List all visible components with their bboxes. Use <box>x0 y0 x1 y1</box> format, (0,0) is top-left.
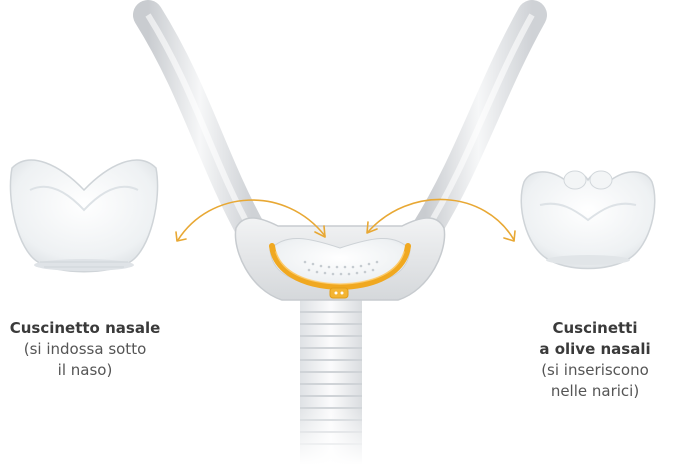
nasal-cushion-desc-line2: il naso) <box>0 360 170 381</box>
nasal-cushion-desc-line1: (si indossa sotto <box>0 339 170 360</box>
air-hose <box>300 300 362 465</box>
nasal-pillows-desc-line1: (si inseriscono <box>510 360 680 381</box>
nasal-pillows-cushion <box>521 171 655 269</box>
nasal-cushion <box>10 160 157 272</box>
left-pillow <box>564 171 586 189</box>
nasal-cushion-caption: Cuscinetto nasale (si indossa sotto il n… <box>0 318 170 381</box>
nasal-cushion-title: Cuscinetto nasale <box>0 318 170 339</box>
headgear-tubes <box>148 15 532 232</box>
mask-frame <box>235 218 444 300</box>
right-pillow <box>590 171 612 189</box>
nasal-pillows-title-line1: Cuscinetti <box>510 318 680 339</box>
frame-badge <box>330 288 348 298</box>
nasal-pillows-title-line2: a olive nasali <box>510 339 680 360</box>
nasal-pillows-caption: Cuscinetti a olive nasali (si inseriscon… <box>510 318 680 402</box>
nasal-pillows-desc-line2: nelle narici) <box>510 381 680 402</box>
